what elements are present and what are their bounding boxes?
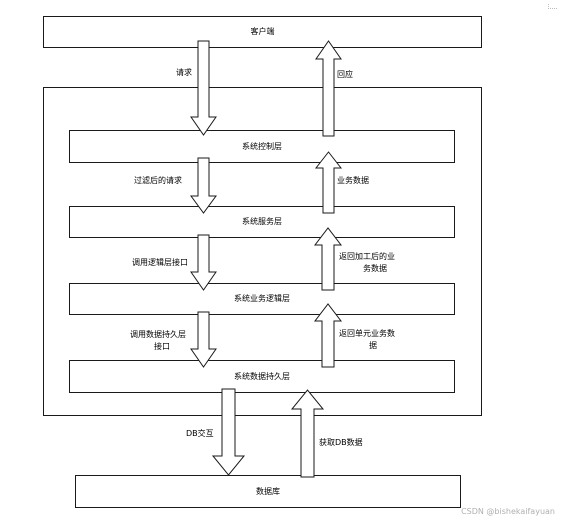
up-arrow-unit-data — [313, 303, 343, 368]
label-call-persistence: 调用数据持久层 接口 — [130, 329, 210, 353]
label-db-interaction: DB交互 — [186, 429, 214, 438]
label-get-db-data: 获取DB数据 — [319, 438, 363, 447]
logic-layer-label: 系统业务逻辑层 — [234, 294, 290, 303]
label-processed-data: 返回加工后的业 务数据 — [339, 251, 419, 275]
label-call-logic: 调用逻辑层接口 — [132, 258, 188, 267]
client-box-label: 客户端 — [250, 27, 275, 36]
label-unit-data-line1: 返回单元业务数 — [339, 329, 395, 338]
server-container — [43, 87, 482, 416]
corner-mark — [548, 4, 557, 9]
client-box: 客户端 — [43, 16, 482, 48]
up-arrow-get-db-data — [290, 389, 325, 478]
control-layer-box: 系统控制层 — [69, 130, 455, 163]
up-arrow-business-data — [314, 151, 343, 214]
service-layer-box: 系统服务层 — [69, 206, 455, 238]
persistence-layer-box: 系统数据持久层 — [69, 360, 455, 393]
label-response: 回应 — [337, 70, 353, 79]
database-label: 数据库 — [256, 486, 280, 496]
label-business-data: 业务数据 — [337, 176, 369, 185]
down-arrow-filtered-request — [190, 157, 217, 214]
down-arrow-call-persistence — [190, 311, 217, 368]
down-arrow-call-logic — [190, 234, 217, 291]
label-request: 请求 — [176, 68, 192, 77]
up-arrow-processed-data — [313, 227, 343, 291]
label-unit-data: 返回单元业务数 据 — [339, 328, 419, 352]
watermark: CSDN @bishekaifayuan — [461, 507, 555, 516]
service-layer-label: 系统服务层 — [242, 217, 282, 226]
persistence-layer-label: 系统数据持久层 — [234, 371, 290, 381]
down-arrow-db-interaction — [211, 388, 246, 476]
down-arrow-request — [190, 40, 217, 136]
label-unit-data-line2: 据 — [369, 341, 377, 350]
up-arrow-response — [315, 40, 342, 137]
label-call-persistence-line2: 接口 — [154, 342, 170, 351]
label-call-persistence-line1: 调用数据持久层 — [130, 330, 186, 339]
label-processed-data-line2: 务数据 — [363, 264, 387, 273]
control-layer-label: 系统控制层 — [242, 141, 282, 151]
label-filtered-request: 过滤后的请求 — [134, 176, 182, 185]
database-box: 数据库 — [75, 475, 461, 508]
label-processed-data-line1: 返回加工后的业 — [339, 252, 395, 261]
logic-layer-box: 系统业务逻辑层 — [69, 283, 455, 315]
